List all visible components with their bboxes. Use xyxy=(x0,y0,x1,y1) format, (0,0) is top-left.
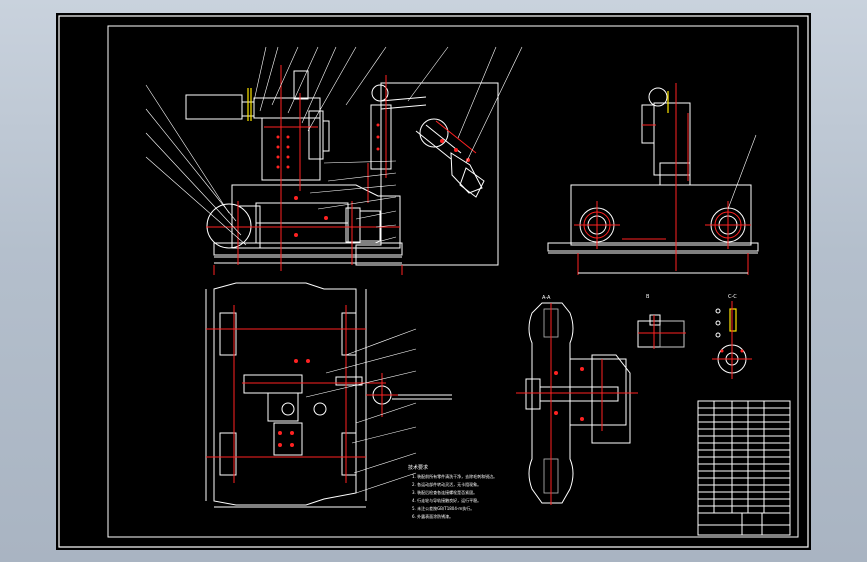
top-view xyxy=(205,282,452,508)
section-label-detail-b: B xyxy=(646,294,650,300)
wheel-section: A-A xyxy=(516,295,638,505)
notes-line-5: 5. 未注公差按GB/T1804-m执行。 xyxy=(412,505,474,511)
notes-line-6: 6. 外露表面涂防锈漆。 xyxy=(412,513,453,519)
sheet-border xyxy=(58,15,809,548)
notes-line-1: 1. 装配前所有零件清洗干净，去除毛刺和锐边。 xyxy=(412,473,497,479)
notes-line-4: 4. 行走轮与导轨接触良好，运行平稳。 xyxy=(412,497,481,503)
notes-title: 技术要求 xyxy=(408,464,428,471)
detail-c: C-C xyxy=(712,294,752,379)
cad-viewport[interactable]: A-A B C-C 技术要求 1. 装配前所有零件清洗干净 xyxy=(56,13,811,550)
frame-border xyxy=(107,25,799,538)
front-view xyxy=(145,46,523,275)
section-label-wheel: A-A xyxy=(542,295,551,301)
technical-notes: 技术要求 1. 装配前所有零件清洗干净，去除毛刺和锐边。 2. 各运动部件转动灵… xyxy=(408,464,497,519)
notes-line-2: 2. 各运动部件转动灵活，无卡阻现象。 xyxy=(412,481,481,487)
notes-line-3: 3. 装配后检查各连接螺栓是否紧固。 xyxy=(412,489,477,495)
section-label-detail-c: C-C xyxy=(728,294,737,300)
title-block xyxy=(697,400,791,536)
parts-list-rows xyxy=(698,407,790,507)
detail-b: B xyxy=(637,294,686,349)
side-view xyxy=(547,83,759,275)
cad-drawing: A-A B C-C 技术要求 1. 装配前所有零件清洗干净 xyxy=(58,15,809,548)
